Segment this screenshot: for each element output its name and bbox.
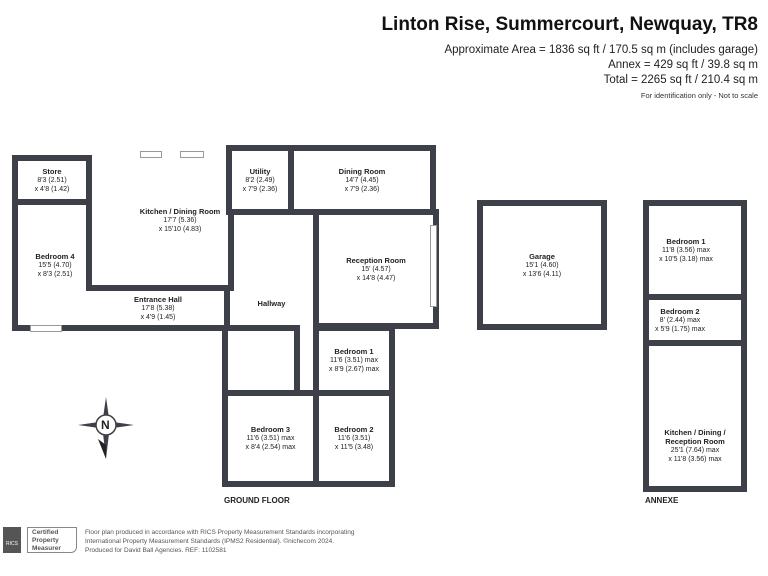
room-dim: 15'1 (4.60) — [525, 261, 559, 269]
room-dim: 11'8 (3.56) max — [662, 246, 710, 254]
room-dim: 15'5 (4.70) — [38, 261, 72, 269]
annexe-label: ANNEXE — [645, 496, 679, 505]
room-dim: 17'8 (5.38) — [141, 304, 175, 312]
room-dim: 8' (2.44) max — [659, 316, 701, 324]
window — [30, 325, 62, 332]
room-dim: 17'7 (5.36) — [163, 216, 197, 224]
room-name: Bedroom 3 — [250, 425, 291, 434]
compass-icon — [78, 397, 134, 459]
room-dim: x 8'4 (2.54) max — [245, 444, 296, 451]
room-dim: x 4'8 (1.42) — [34, 185, 70, 193]
room-name: Garage — [529, 251, 555, 261]
room-name: Kitchen / Dining / Reception Room — [664, 428, 726, 446]
room-name: Hallway — [257, 298, 286, 308]
room-name: Bedroom 1 — [334, 347, 374, 356]
room-dim: x 7'9 (2.36) — [242, 185, 278, 193]
property-title: Linton Rise, Summercourt, Newquay, TR8 — [381, 14, 758, 35]
room-name: Store — [42, 166, 62, 176]
room-dim: 11'6 (3.51) max — [330, 357, 378, 364]
footer-line: International Property Measurement Stand… — [85, 538, 335, 545]
room-dim: x 8'3 (2.51) — [37, 270, 73, 278]
room-name: Bedroom 2 — [334, 425, 374, 434]
room-dim: x 15'10 (4.83) — [158, 225, 202, 233]
approx-area: Approximate Area = 1836 sq ft / 170.5 sq… — [444, 44, 758, 56]
room-hallway: Hallway — [224, 245, 319, 331]
room-dim: x 4'9 (1.45) — [140, 313, 176, 321]
total-area: Total = 2265 sq ft / 210.4 sq m — [603, 74, 758, 86]
room-dim: x 13'6 (4.11) — [522, 270, 562, 278]
room-name: Reception Room — [346, 255, 406, 265]
room-dim: x 11'5 (3.48) — [334, 444, 374, 451]
room-dim: x 11'8 (3.56) max — [668, 456, 722, 463]
room-dim: 25'1 (7.64) max — [670, 447, 720, 454]
room-dim: x 5'9 (1.75) max — [655, 325, 705, 333]
footer-line: Floor plan produced in accordance with R… — [85, 529, 355, 536]
room-dim: x 7'9 (2.36) — [344, 185, 380, 193]
ground-floor-label: GROUND FLOOR — [224, 496, 290, 505]
footer-line: Produced for David Ball Agencies. REF: 1… — [85, 547, 227, 554]
footer-text: Floor plan produced in accordance with R… — [85, 528, 385, 555]
room-dim: 11'6 (3.51) — [337, 435, 371, 442]
rics-logo: RICS — [3, 527, 21, 553]
compass-north-label: N — [101, 418, 110, 432]
room-dim: 8'3 (2.51) — [37, 176, 67, 184]
room-name: Bedroom 1 — [666, 236, 706, 246]
window — [430, 225, 437, 307]
room-name: Dining Room — [338, 166, 386, 176]
french-door — [180, 151, 204, 158]
room-name: Kitchen / Dining Room — [139, 206, 221, 216]
certified-badge: Certified Property Measurer — [27, 527, 77, 553]
room-name: Utility — [249, 166, 271, 176]
scale-note: For identification only - Not to scale — [640, 91, 758, 100]
room-name: Bedroom 4 — [35, 251, 75, 261]
room-dim: 8'2 (2.49) — [245, 176, 275, 184]
annex-area: Annex = 429 sq ft / 39.8 sq m — [608, 59, 758, 71]
room-dim: x 10'5 (3.18) max — [659, 255, 713, 263]
room-name: Bedroom 2 — [660, 306, 700, 316]
room-name: Entrance Hall — [134, 294, 182, 304]
room-bathroom — [222, 325, 300, 396]
french-door — [140, 151, 162, 158]
room-dim: 11'6 (3.51) max — [246, 435, 295, 442]
room-dim: 14'7 (4.45) — [345, 176, 379, 184]
room-dim: x 14'8 (4.47) — [356, 274, 396, 282]
room-dim: 15' (4.57) — [361, 265, 391, 273]
room-dim: x 8'9 (2.67) max — [329, 366, 379, 373]
